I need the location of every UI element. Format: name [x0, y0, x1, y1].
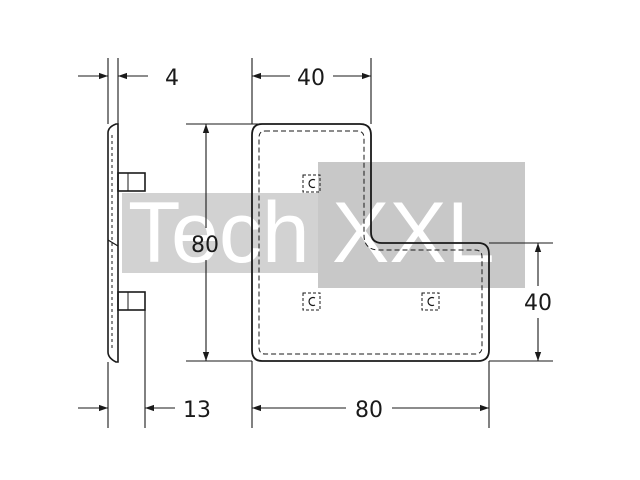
- dim-label-height: 80: [191, 233, 219, 258]
- dim-label-top-width: 40: [297, 66, 325, 91]
- front-view-outline: [251, 123, 490, 362]
- watermark-bg-right: [318, 162, 525, 288]
- watermark: Tech XXL: [122, 162, 525, 288]
- dim-label-side-depth: 13: [183, 398, 211, 423]
- dimension-lines: [78, 72, 542, 412]
- side-view-peg-top: [117, 172, 146, 192]
- front-view: [251, 123, 490, 362]
- watermark-text-xxl: XXL: [332, 185, 495, 281]
- dim-label-side-thickness: 4: [165, 66, 179, 91]
- peg-symbol-bottom-right: [421, 292, 440, 311]
- side-view: [107, 123, 146, 363]
- side-view-plate: [107, 123, 119, 363]
- side-view-joint: [107, 239, 119, 247]
- dim-label-bottom-width: 80: [355, 398, 383, 423]
- peg-symbol-bottom-left: [302, 292, 321, 311]
- peg-symbol-top: [302, 174, 321, 193]
- dim-label-right-height: 40: [524, 291, 552, 316]
- side-view-peg-bottom: [117, 291, 146, 311]
- watermark-text-tech: Tech: [128, 185, 310, 281]
- watermark-bg: [122, 193, 328, 273]
- front-view-inner-outline: [258, 130, 483, 355]
